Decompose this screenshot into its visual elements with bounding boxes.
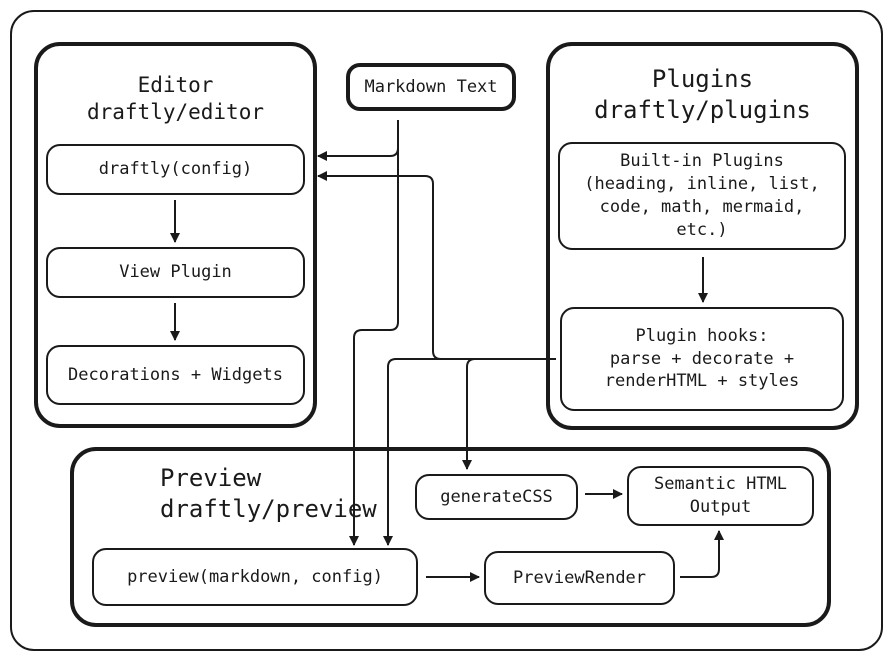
preview-fn-node: preview(markdown, config) bbox=[92, 548, 418, 606]
semantic-html-node: Semantic HTML Output bbox=[627, 466, 814, 526]
edge-hooks-to-generatecss bbox=[462, 358, 556, 470]
builtin-plugins-node: Built-in Plugins (heading, inline, list,… bbox=[558, 142, 846, 250]
preview-group-title: Preview draftly/preview bbox=[160, 464, 377, 524]
view-plugin-node: View Plugin bbox=[46, 247, 305, 298]
generate-css-node: generateCSS bbox=[415, 474, 578, 520]
plugin-hooks-node: Plugin hooks: parse + decorate + renderH… bbox=[560, 307, 844, 411]
preview-render-node: PreviewRender bbox=[484, 551, 675, 605]
draftly-config-node: draftly(config) bbox=[46, 144, 305, 195]
decorations-widgets-node: Decorations + Widgets bbox=[46, 345, 305, 405]
plugins-group-title: Plugins draftly/plugins bbox=[594, 65, 811, 125]
edge-hooks-to-preview bbox=[383, 358, 556, 546]
edge-hooks-to-draftly bbox=[317, 171, 556, 360]
edge-markdown-to-preview bbox=[349, 120, 399, 546]
editor-group-title: Editor draftly/editor bbox=[86, 73, 264, 125]
edge-markdown-to-draftly bbox=[317, 120, 399, 161]
markdown-text-node: Markdown Text bbox=[346, 63, 516, 111]
edge-render-to-html bbox=[680, 530, 724, 578]
